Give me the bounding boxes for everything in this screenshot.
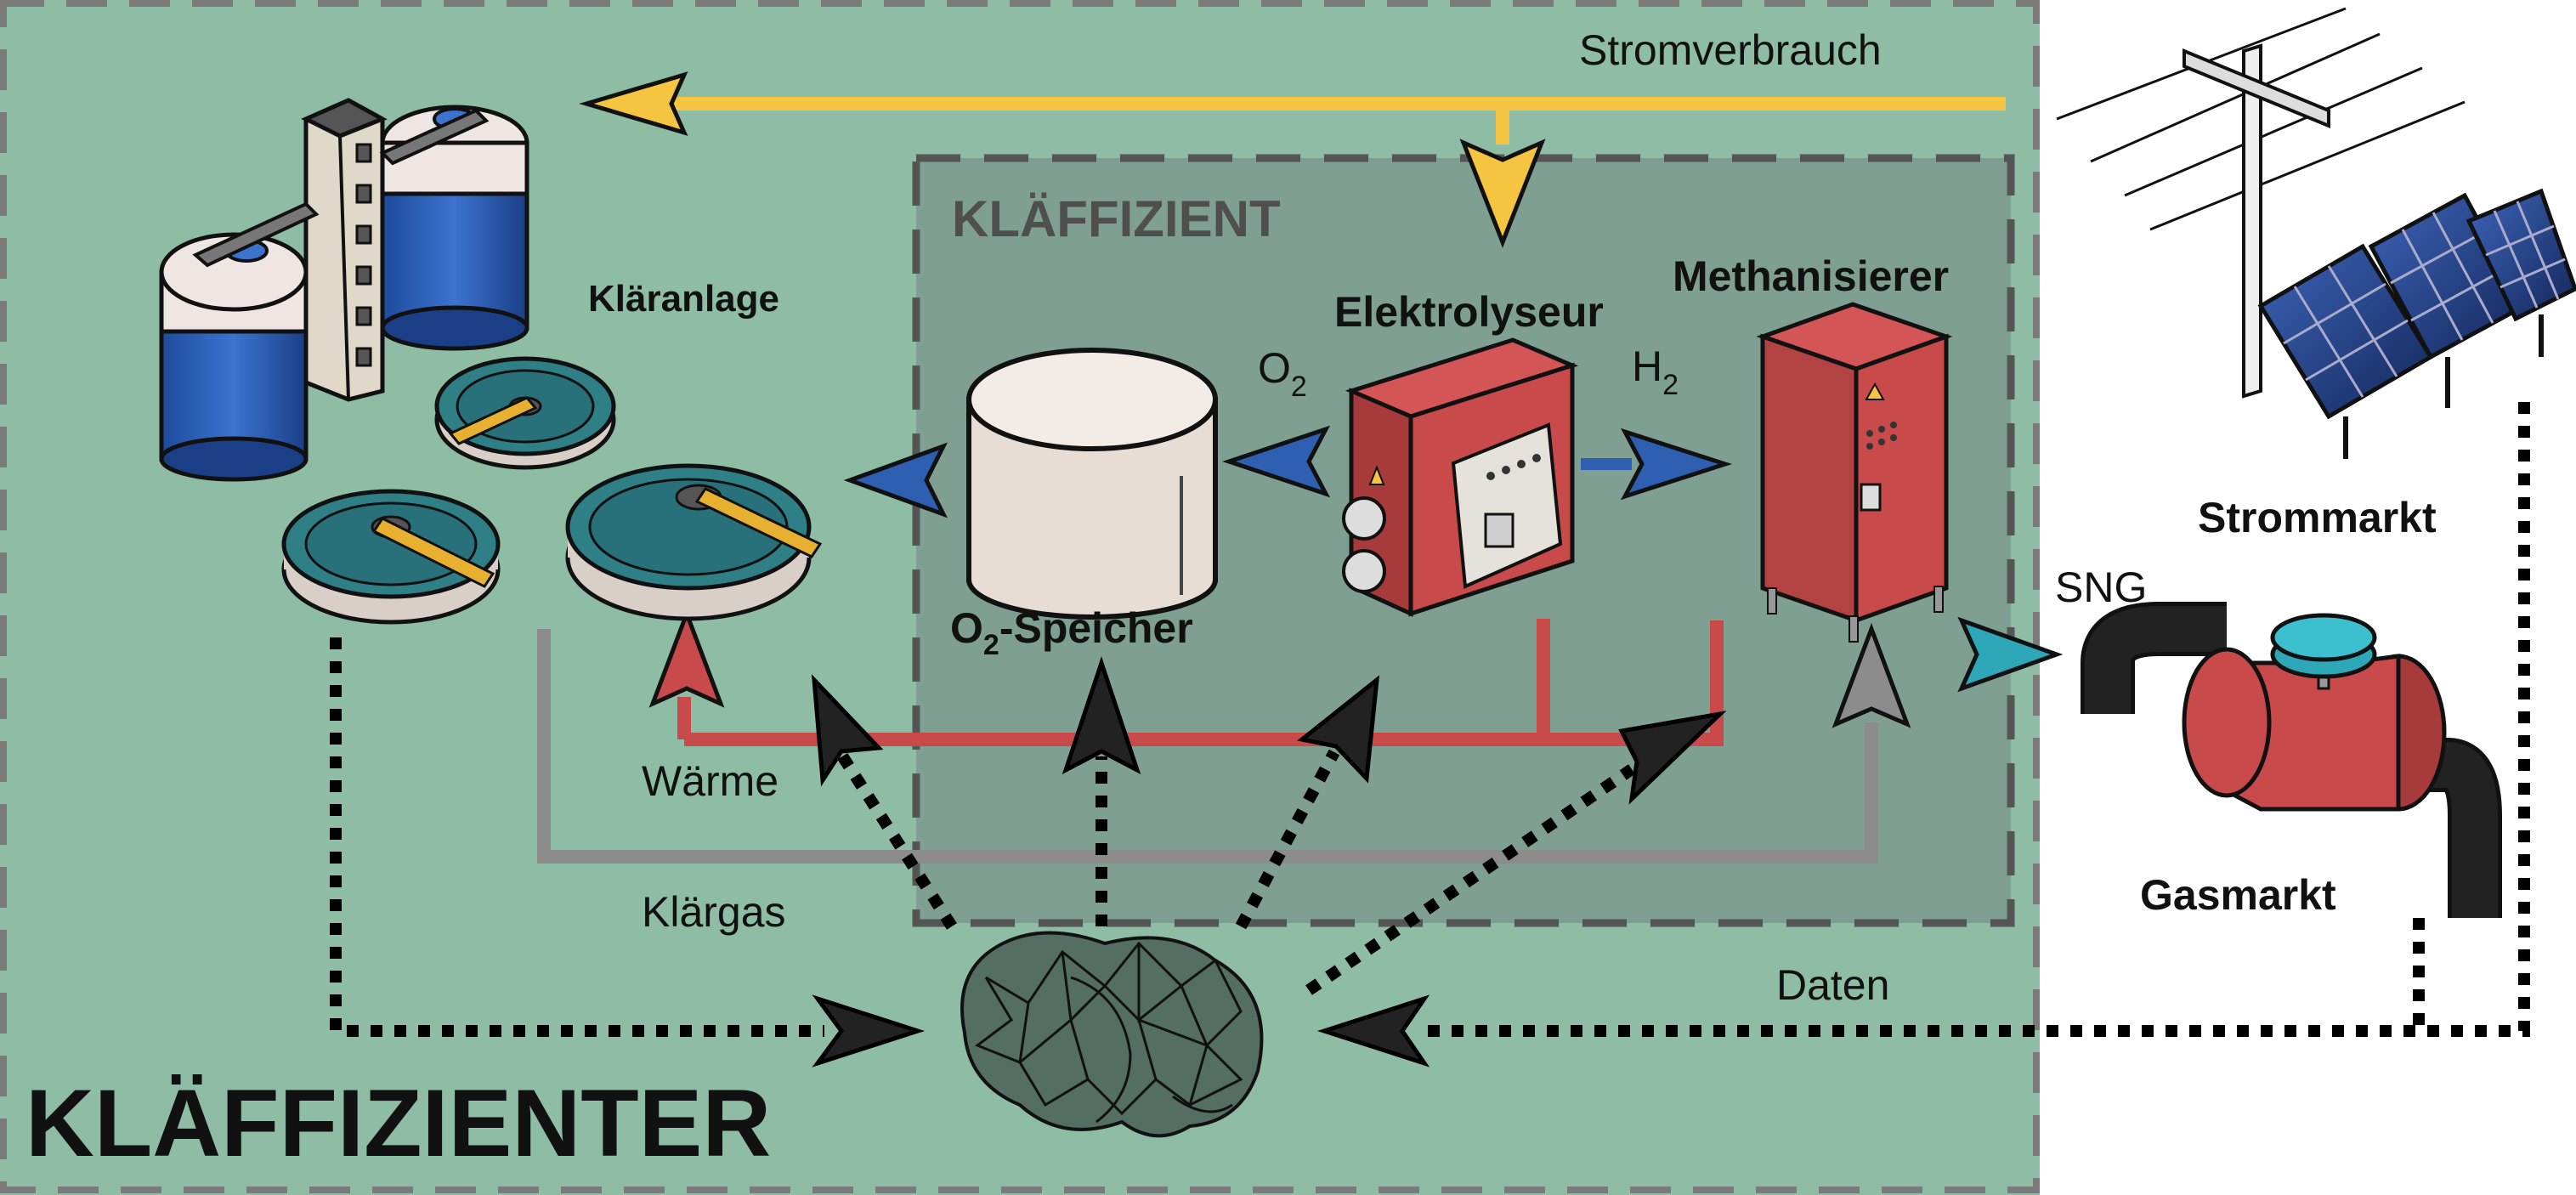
label-klaeranlage: Kläranlage bbox=[588, 278, 779, 320]
label-o2-main: O bbox=[1258, 344, 1291, 392]
power-flow bbox=[579, 71, 2006, 248]
label-elektrolyseur: Elektrolyseur bbox=[1334, 288, 1604, 336]
arrow-klaergas-up bbox=[1832, 622, 1911, 728]
sewage-gas-flow bbox=[537, 622, 1911, 864]
label-o2-speicher-suffix: -Speicher bbox=[999, 604, 1193, 652]
label-strommarkt: Strommarkt bbox=[2198, 494, 2437, 541]
arrow-data-from-plant bbox=[812, 994, 926, 1068]
label-klaergas: Klärgas bbox=[642, 888, 786, 936]
label-methanisierer: Methanisierer bbox=[1673, 252, 1949, 300]
elektrolyseur-icon bbox=[1342, 337, 1579, 617]
label-h2-main: H bbox=[1632, 343, 1662, 390]
label-sng: SNG bbox=[2055, 564, 2147, 611]
strommarkt-icon bbox=[2056, 7, 2576, 459]
brain-icon bbox=[960, 931, 1264, 1138]
arrow-o2-to-storage bbox=[1222, 425, 1331, 498]
outer-title: KLÄFFIZIENTER bbox=[25, 1070, 771, 1176]
label-o2-speicher-sub: 2 bbox=[983, 629, 999, 661]
data-flow bbox=[330, 391, 2530, 1037]
label-stromverbrauch: Stromverbrauch bbox=[1579, 26, 1882, 74]
label-h2: H2 bbox=[1632, 343, 1679, 401]
outer-border bbox=[0, 0, 2040, 1193]
label-gasmarkt: Gasmarkt bbox=[2140, 871, 2336, 919]
gasmarkt-icon bbox=[2081, 602, 2502, 918]
heat-flow bbox=[648, 607, 1724, 746]
label-h2-sub: 2 bbox=[1662, 369, 1679, 401]
klaeranlage-icon bbox=[159, 98, 529, 482]
oxygen-flow bbox=[843, 425, 1733, 518]
arrow-heat-up bbox=[648, 607, 725, 708]
data-arrows bbox=[811, 656, 1727, 1068]
arrow-power-down bbox=[1459, 139, 1546, 248]
label-o2-speicher-prefix: O bbox=[950, 604, 983, 652]
clarifier-basins bbox=[281, 356, 823, 625]
label-o2-sub: 2 bbox=[1291, 371, 1307, 403]
arrow-data-from-markets bbox=[1316, 994, 1430, 1068]
label-o2-speicher: O2-Speicher bbox=[950, 604, 1193, 661]
label-o2: O2 bbox=[1258, 344, 1307, 403]
arrow-h2-to-methanisierer bbox=[1620, 428, 1733, 501]
o2-storage-tank bbox=[966, 348, 1218, 620]
arrow-sng bbox=[1957, 616, 2064, 693]
arrow-o2-to-plant bbox=[843, 442, 948, 518]
arrow-power-left bbox=[579, 71, 688, 136]
inner-border bbox=[912, 154, 2015, 927]
inner-title: KLÄFFIZIENT bbox=[952, 190, 1281, 247]
label-daten: Daten bbox=[1776, 961, 1889, 1009]
methanisierer-icon bbox=[1756, 302, 1953, 643]
label-waerme: Wärme bbox=[642, 757, 778, 805]
